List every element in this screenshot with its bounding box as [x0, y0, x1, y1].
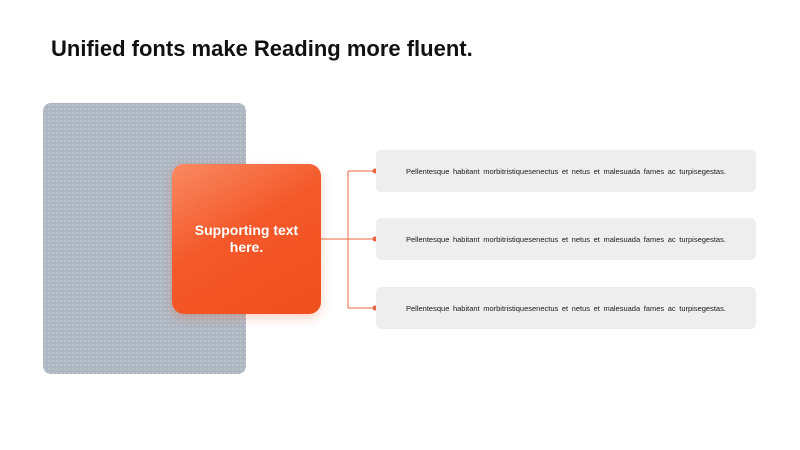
list-item-text: Pellentesque habitant morbitristiquesene… — [406, 234, 726, 244]
list-item: Pellentesque habitant morbitristiquesene… — [376, 150, 756, 192]
central-node-label: Supporting text here. — [194, 222, 299, 255]
list-item: Pellentesque habitant morbitristiquesene… — [376, 218, 756, 260]
page-title: Unified fonts make Reading more fluent. — [51, 36, 473, 61]
list-item: Pellentesque habitant morbitristiquesene… — [376, 287, 756, 329]
central-node: Supporting text here. — [172, 164, 321, 314]
list-item-text: Pellentesque habitant morbitristiquesene… — [406, 166, 726, 176]
list-item-text: Pellentesque habitant morbitristiquesene… — [406, 303, 726, 313]
